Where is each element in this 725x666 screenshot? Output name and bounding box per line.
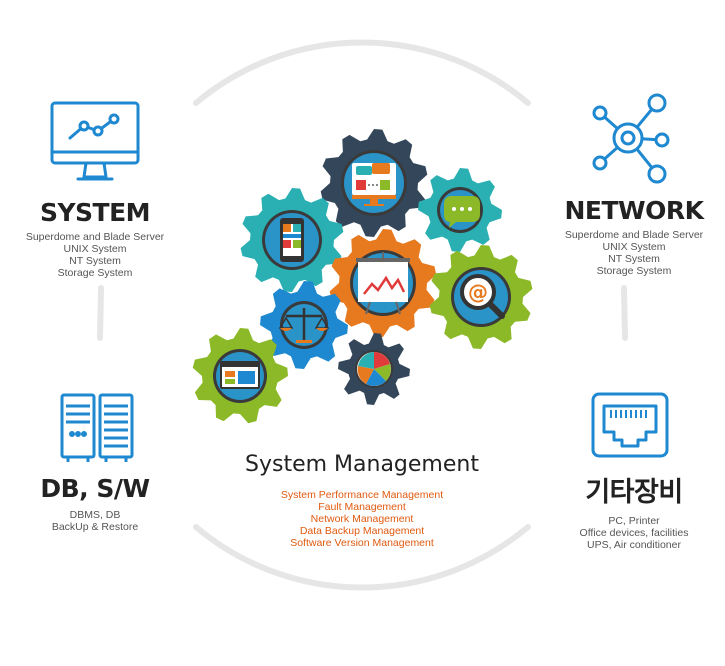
email-search-icon: @	[460, 274, 505, 319]
etc-item: PC, Printer	[608, 515, 660, 527]
system-management-block: System Management System Performance Man…	[212, 452, 512, 549]
management-item: Data Backup Management	[299, 525, 425, 537]
system-management-items: System Performance Management Fault Mana…	[212, 489, 512, 549]
network-item: Superdome and Blade Server	[564, 229, 704, 241]
etc-item: Office devices, facilities	[579, 527, 689, 539]
ring-arc-bottom	[193, 524, 531, 591]
db-item: DBMS, DB	[69, 509, 121, 521]
etc-items: PC, Printer Office devices, facilities U…	[554, 515, 714, 551]
management-item: Software Version Management	[290, 537, 434, 549]
etc-block: 기타장비 PC, Printer Office devices, facilit…	[554, 470, 714, 551]
management-item: Network Management	[310, 513, 414, 525]
system-block: SYSTEM Superdome and Blade Server UNIX S…	[20, 198, 170, 279]
system-item: NT System	[69, 255, 121, 267]
etc-item: UPS, Air conditioner	[587, 539, 681, 551]
network-items: Superdome and Blade Server UNIX System N…	[554, 229, 714, 277]
browser-window-icon	[220, 361, 260, 389]
db-title: DB, S/W	[40, 474, 150, 503]
background-ring	[97, 39, 628, 591]
presentation-board-icon	[356, 252, 410, 315]
network-item: Storage System	[596, 265, 672, 277]
monitor-chart-icon	[50, 101, 140, 181]
db-items: DBMS, DB BackUp & Restore	[20, 509, 170, 533]
management-item: System Performance Management	[280, 489, 444, 501]
system-title: SYSTEM	[39, 198, 151, 227]
system-item: Storage System	[57, 267, 133, 279]
network-block: NETWORK Superdome and Blade Server UNIX …	[554, 196, 714, 277]
system-item: UNIX System	[63, 243, 127, 255]
ethernet-port-icon	[591, 392, 669, 458]
pie-chart-icon	[357, 352, 391, 386]
etc-title: 기타장비	[585, 477, 683, 508]
speech-bubble-icon	[444, 196, 480, 228]
system-management-title: System Management	[245, 452, 479, 477]
svg-text:@: @	[468, 280, 488, 304]
db-item: BackUp & Restore	[51, 521, 139, 533]
network-nodes-icon	[592, 93, 670, 184]
db-block: DB, S/W DBMS, DB BackUp & Restore	[20, 474, 170, 533]
system-items: Superdome and Blade Server UNIX System N…	[20, 231, 170, 279]
network-title: NETWORK	[564, 196, 704, 225]
server-rack-icon	[60, 393, 134, 462]
balance-scale-icon	[278, 308, 330, 343]
ring-arc-top	[193, 39, 531, 106]
network-item: UNIX System	[602, 241, 666, 253]
smartphone-icon	[280, 218, 304, 262]
ring-arc-right	[621, 285, 628, 341]
system-item: Superdome and Blade Server	[25, 231, 165, 243]
ring-arc-left	[97, 285, 104, 341]
monitor-chat-icon	[352, 163, 396, 206]
management-item: Fault Management	[318, 501, 406, 513]
network-item: NT System	[608, 253, 660, 265]
